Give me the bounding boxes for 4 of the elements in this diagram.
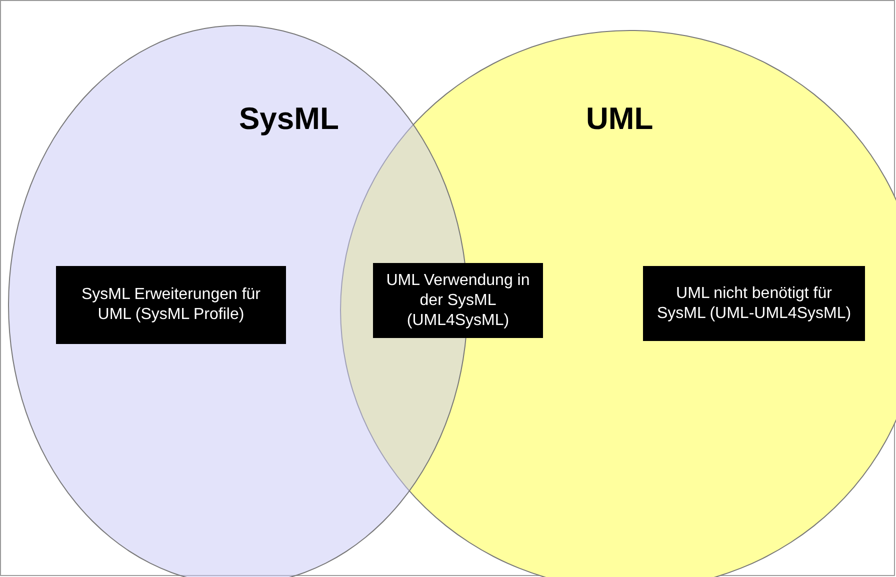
set-title: UML [586, 101, 654, 137]
label-box: SysML Erweiterungen für UML (SysML Profile) [56, 266, 286, 344]
set-title: SysML [239, 101, 339, 137]
label-box: UML nicht benötigt für SysML (UML-UML4SysML) [643, 266, 865, 341]
